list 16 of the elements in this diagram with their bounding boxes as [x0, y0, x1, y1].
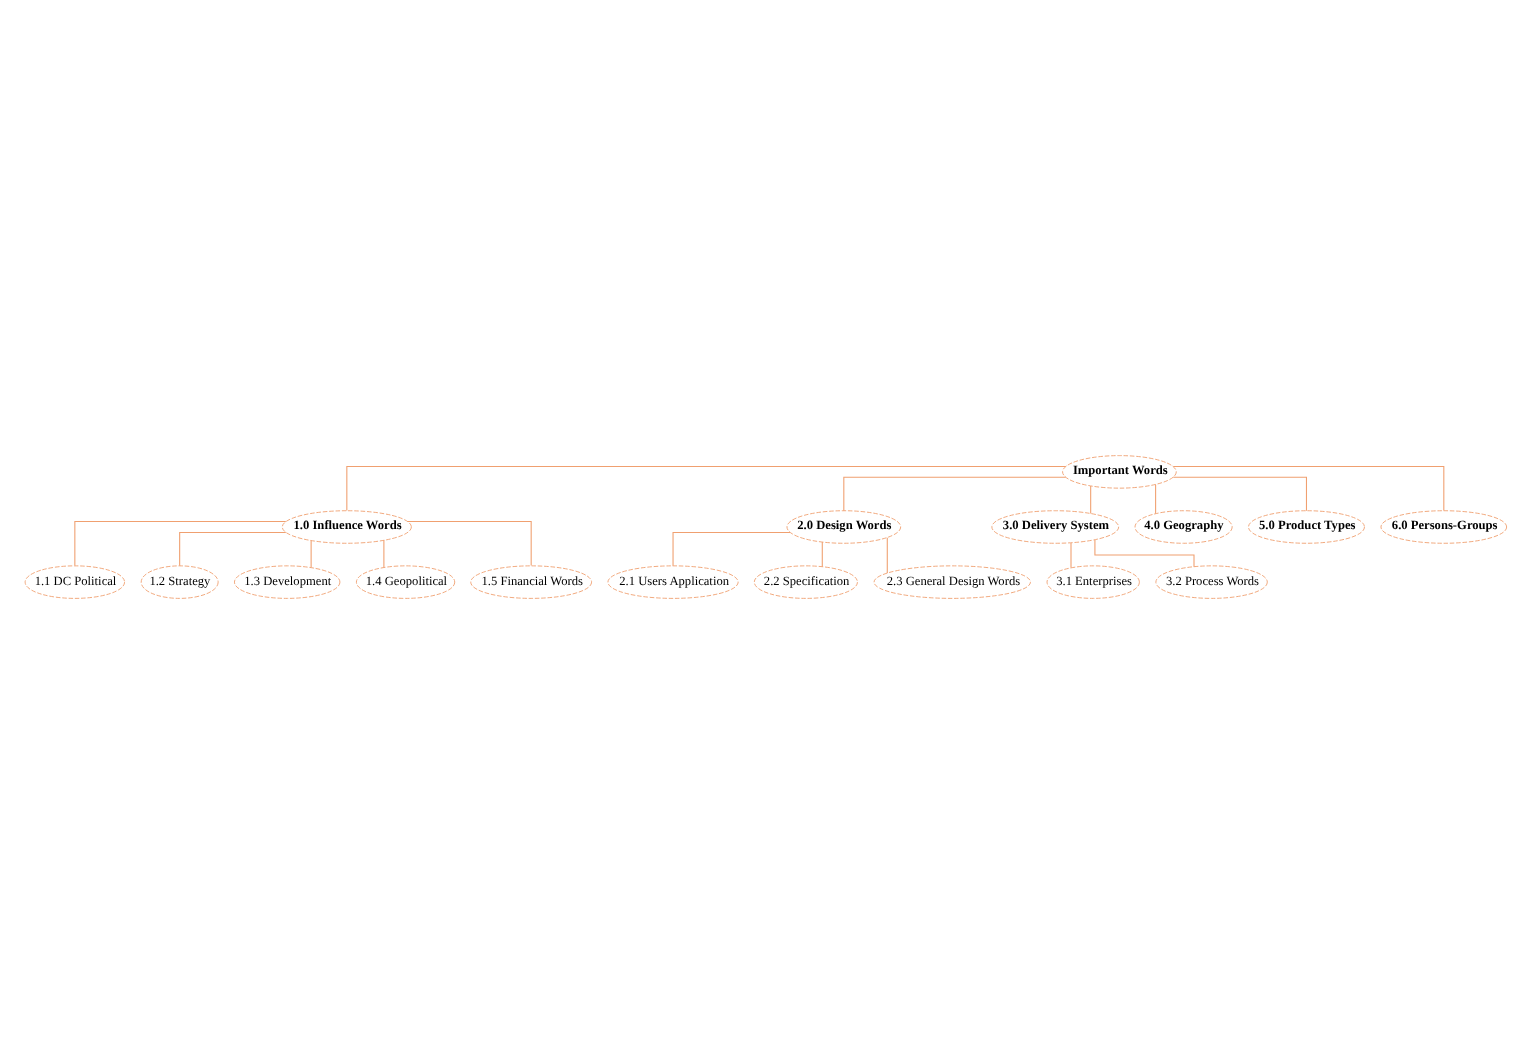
connector [383, 539, 385, 568]
connector [74, 521, 287, 567]
connector [346, 465, 1067, 511]
connector [886, 537, 888, 574]
connector [843, 476, 1067, 512]
connector [1172, 476, 1307, 512]
connector [821, 541, 823, 568]
connector [1094, 539, 1195, 568]
connector [407, 521, 532, 567]
connector [1070, 542, 1072, 569]
connector [1172, 465, 1445, 511]
connector [1155, 484, 1157, 515]
connector [672, 531, 791, 567]
connector [310, 540, 312, 569]
connector [1090, 485, 1092, 514]
connector [179, 531, 287, 567]
